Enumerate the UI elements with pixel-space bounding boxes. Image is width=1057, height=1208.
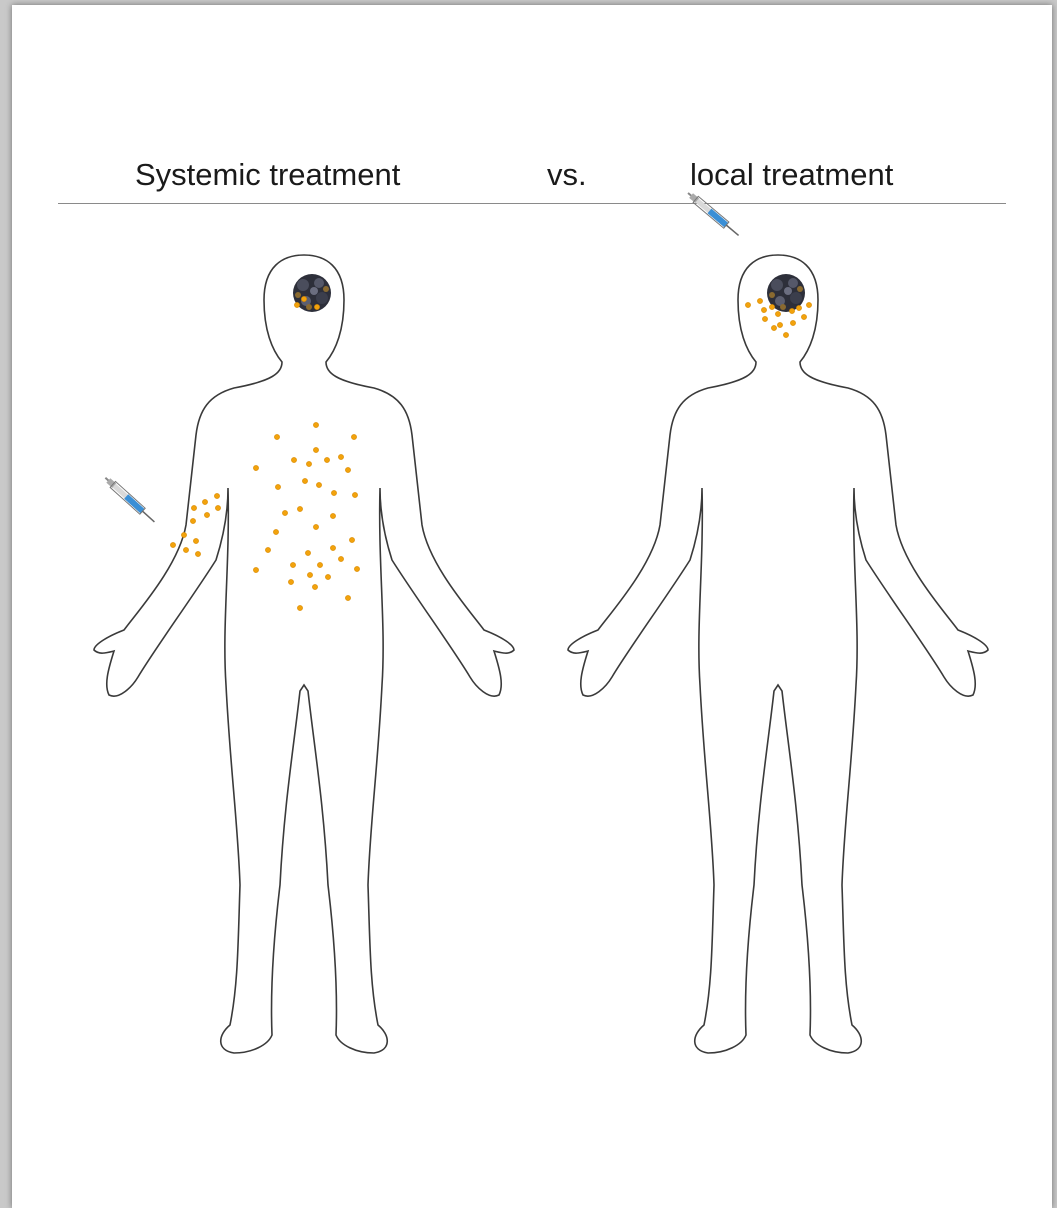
systemic-particle (345, 595, 350, 600)
systemic-particle (338, 556, 343, 561)
systemic-particle (305, 550, 310, 555)
local-particle (757, 298, 762, 303)
systemic-particle (273, 529, 278, 534)
systemic-particle (345, 467, 350, 472)
treatment-illustration (12, 5, 1052, 1208)
systemic-particle (313, 422, 318, 427)
systemic-particle (191, 505, 196, 510)
systemic-particle (183, 547, 188, 552)
systemic-particle (302, 478, 307, 483)
systemic-particle (316, 482, 321, 487)
local-particle (789, 308, 794, 313)
local-particle (769, 304, 774, 309)
systemic-body-figure (94, 255, 514, 1053)
syringe-icon-arm (103, 475, 157, 525)
systemic-particle (275, 484, 280, 489)
systemic-particle (330, 513, 335, 518)
systemic-particle (202, 499, 207, 504)
systemic-particle (314, 304, 319, 309)
systemic-particle (290, 562, 295, 567)
systemic-particle (297, 506, 302, 511)
systemic-particle (330, 545, 335, 550)
systemic-particle (181, 532, 186, 537)
systemic-particle (313, 447, 318, 452)
systemic-particle (215, 505, 220, 510)
systemic-particle (170, 542, 175, 547)
systemic-particle (351, 434, 356, 439)
systemic-particle (349, 537, 354, 542)
systemic-particle (325, 574, 330, 579)
systemic-particle (291, 457, 296, 462)
local-body-figure (568, 255, 988, 1053)
local-particle (777, 322, 782, 327)
systemic-particle (288, 579, 293, 584)
systemic-particle (253, 465, 258, 470)
systemic-particle (313, 524, 318, 529)
systemic-particle (352, 492, 357, 497)
syringe-icon-head (685, 190, 741, 239)
systemic-particle (312, 584, 317, 589)
systemic-particle (253, 567, 258, 572)
local-particle (771, 325, 776, 330)
document-page: Systemic treatment vs. local treatment (12, 5, 1052, 1208)
systemic-particle (331, 490, 336, 495)
systemic-particle (195, 551, 200, 556)
systemic-particle (282, 510, 287, 515)
local-particle (762, 316, 767, 321)
systemic-particle (297, 605, 302, 610)
systemic-particle (204, 512, 209, 517)
local-particle (796, 305, 801, 310)
systemic-particle (193, 538, 198, 543)
local-particle (806, 302, 811, 307)
local-particle (783, 332, 788, 337)
systemic-particle (354, 566, 359, 571)
systemic-particle (274, 434, 279, 439)
systemic-particle (317, 562, 322, 567)
systemic-particle (306, 461, 311, 466)
systemic-particle (301, 296, 306, 301)
systemic-particle (307, 572, 312, 577)
systemic-particle (338, 454, 343, 459)
local-particle (775, 311, 780, 316)
local-particle (801, 314, 806, 319)
systemic-particle (294, 302, 299, 307)
systemic-particle (265, 547, 270, 552)
local-particle (790, 320, 795, 325)
systemic-particle (214, 493, 219, 498)
local-particle (761, 307, 766, 312)
systemic-particle (324, 457, 329, 462)
systemic-particle (190, 518, 195, 523)
local-particle (745, 302, 750, 307)
